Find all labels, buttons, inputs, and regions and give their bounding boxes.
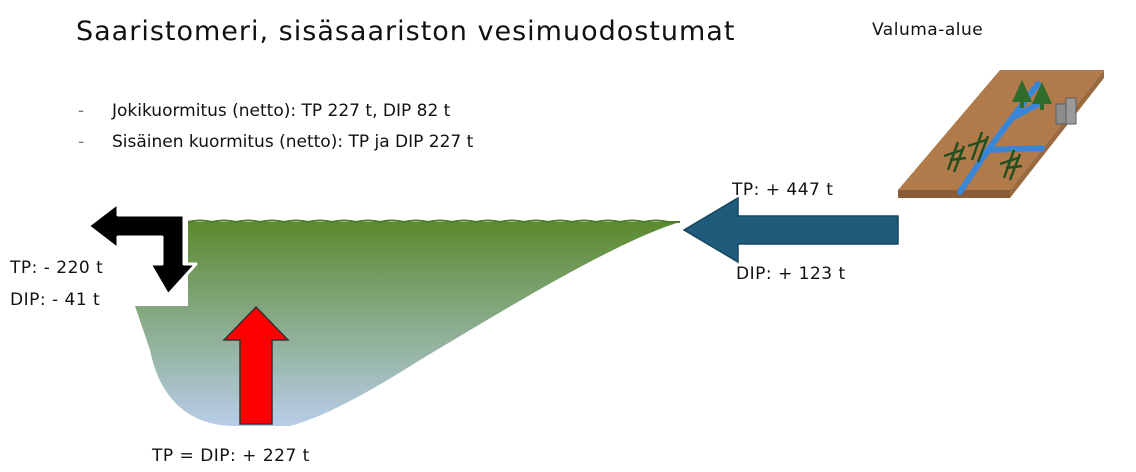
- building-icon: [1055, 97, 1077, 125]
- outflow-dip-label: DIP: - 41 t: [10, 290, 101, 310]
- internal-load-label: TP = DIP: + 227 t: [152, 446, 310, 466]
- land-side-face: [1010, 70, 1104, 198]
- outflow-arrow: [86, 201, 198, 297]
- internal-load-text: Sisäinen kuormitus (netto): TP ja DIP 22…: [112, 132, 474, 152]
- reed-plants-icon: [943, 131, 1023, 181]
- diagram-title: Saaristomeri, sisäsaariston vesimuodostu…: [76, 16, 736, 47]
- list-item: -Sisäinen kuormitus (netto): TP ja DIP 2…: [78, 132, 474, 152]
- water-body: [135, 222, 680, 426]
- tree-icon: [1012, 80, 1052, 110]
- inflow-tp-label: TP: + 447 t: [732, 180, 834, 200]
- river-load-text: Jokikuormitus (netto): TP 227 t, DIP 82 …: [112, 101, 451, 121]
- inflow-dip-label: DIP: + 123 t: [736, 264, 846, 284]
- catchment-area-illustration: [898, 70, 1104, 198]
- list-item: -Jokikuormitus (netto): TP 227 t, DIP 82…: [78, 101, 451, 121]
- catchment-label: Valuma-alue: [872, 20, 984, 40]
- outflow-tp-label: TP: - 220 t: [10, 258, 104, 278]
- water-surface-line: [187, 219, 680, 224]
- internal-load-arrow: [222, 305, 290, 425]
- load-summary-list: -Jokikuormitus (netto): TP 227 t, DIP 82…: [78, 96, 473, 158]
- inflow-arrow: [682, 196, 899, 264]
- land-front-face: [898, 190, 1010, 198]
